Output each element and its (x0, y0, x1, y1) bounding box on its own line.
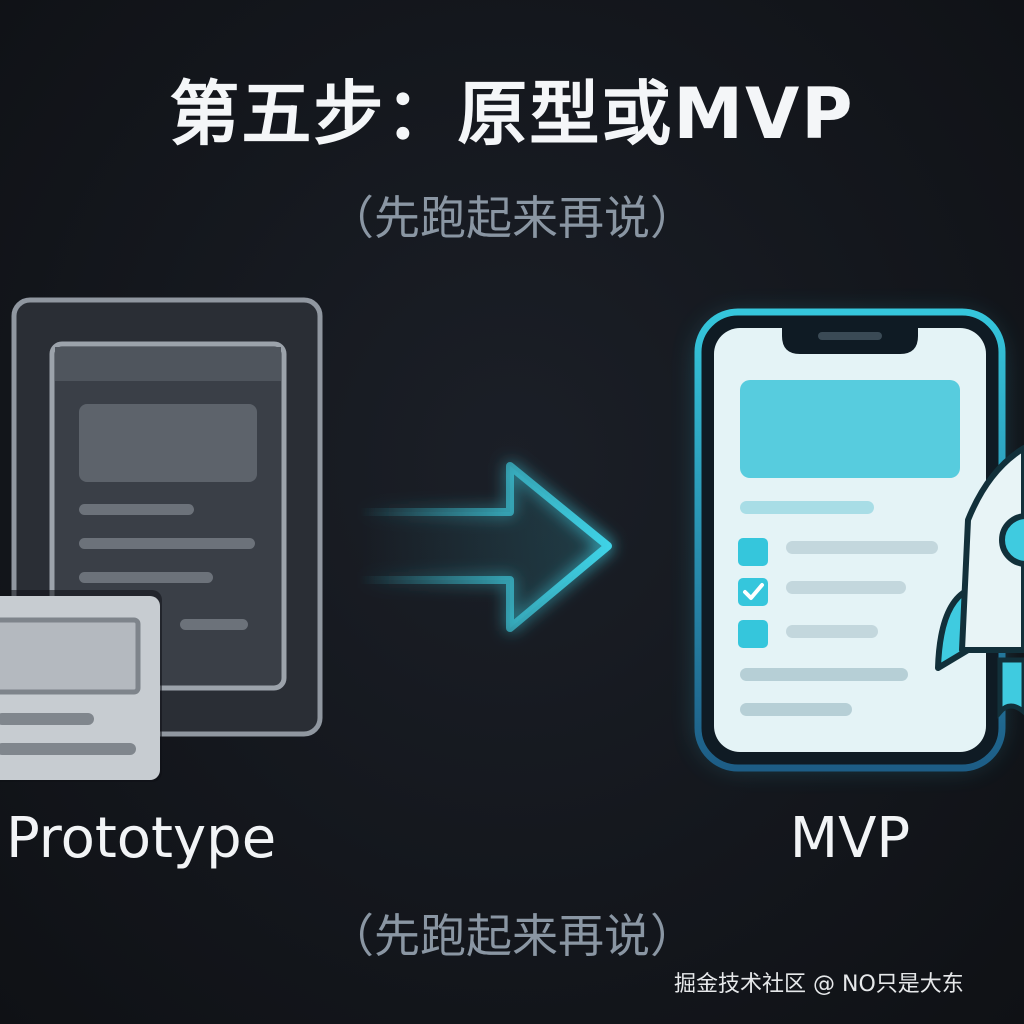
mvp-checklist-line (786, 581, 906, 594)
page-title: 第五步：原型或MVP (169, 73, 855, 155)
subtitle-top: （先跑起来再说） (328, 191, 696, 245)
checkbox-icon (738, 538, 768, 566)
watermark-text: 掘金技术社区 @ NO只是大东 (674, 972, 964, 997)
prototype-card-line (0, 713, 94, 725)
prototype-text-line (79, 504, 194, 515)
prototype-card-line (0, 743, 136, 755)
mvp-label: MVP (789, 806, 911, 871)
mvp-illustration (694, 308, 1024, 772)
check-icon (743, 583, 764, 600)
mvp-text-line (740, 668, 908, 681)
arrow-outline (356, 462, 612, 632)
mvp-phone-speaker (818, 332, 882, 340)
prototype-label: Prototype (6, 806, 277, 871)
prototype-card-header (0, 617, 141, 695)
checkbox-icon (738, 620, 768, 648)
mvp-text-line (740, 501, 874, 514)
prototype-text-line (79, 538, 255, 549)
checkbox-icon (738, 578, 768, 606)
prototype-text-line (180, 619, 248, 630)
prototype-content-block (79, 404, 257, 482)
prototype-illustration (0, 297, 323, 782)
mvp-checklist-line (786, 625, 878, 638)
mvp-hero-block (740, 380, 960, 478)
mvp-text-line (740, 703, 852, 716)
arrow-right-icon (356, 462, 612, 632)
prototype-inner-header (55, 347, 281, 381)
mvp-checklist-line (786, 541, 938, 554)
subtitle-bottom: （先跑起来再说） (328, 909, 696, 963)
prototype-text-line (79, 572, 213, 583)
